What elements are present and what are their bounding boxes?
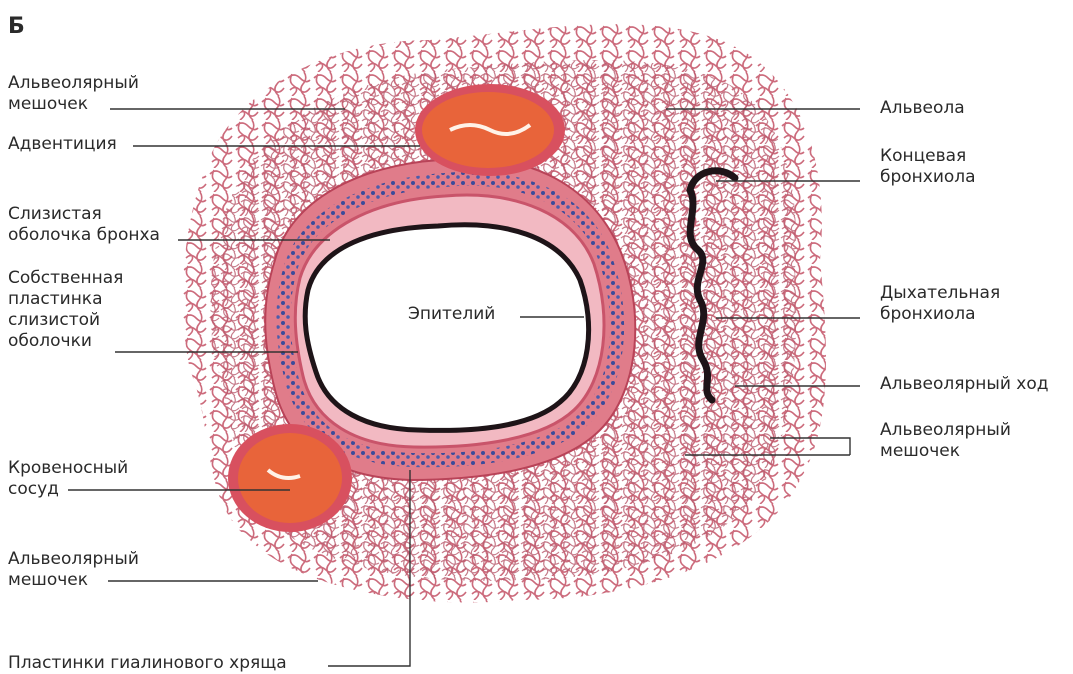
label-alveolar-sac-top-left: Альвеолярный мешочек — [8, 73, 139, 115]
label-alveolar-sac-right: Альвеолярный мешочек — [880, 420, 1011, 462]
label-mucosa: Слизистая оболочка бронха — [8, 204, 160, 246]
blood-vessel-bottom — [228, 424, 352, 532]
label-lamina-propria: Собственная пластинка слизистой оболочки — [8, 268, 123, 352]
label-epithelium: Эпителий — [408, 304, 495, 325]
label-blood-vessel: Кровеносный сосуд — [8, 458, 128, 500]
label-alveolar-sac-bottom-left: Альвеолярный мешочек — [8, 549, 139, 591]
label-adventitia: Адвентиция — [8, 134, 117, 155]
bronchus-lumen — [305, 225, 588, 431]
label-respiratory-bronchiole: Дыхательная бронхиола — [880, 283, 1000, 325]
panel-letter: Б — [8, 14, 25, 39]
label-terminal-bronchiole: Концевая бронхиола — [880, 146, 976, 188]
label-hyaline-plates: Пластинки гиалинового хряща — [8, 653, 287, 674]
blood-vessel-top — [415, 84, 565, 176]
label-alveolus: Альвеола — [880, 98, 965, 119]
label-alveolar-duct: Альвеолярный ход — [880, 374, 1048, 395]
